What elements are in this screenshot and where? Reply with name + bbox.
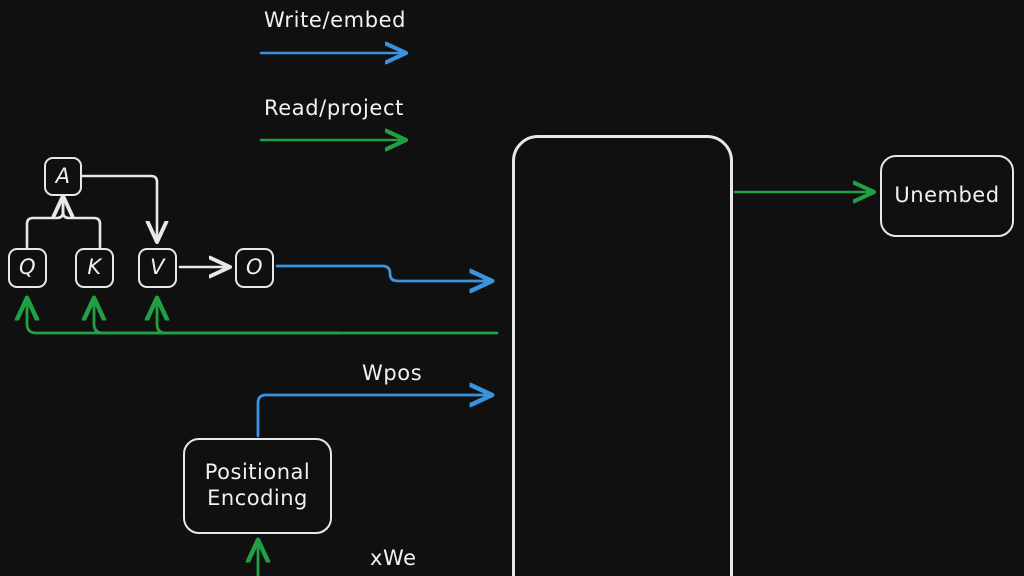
positional-encoding-line-1: Positional: [204, 460, 311, 485]
stream-read-bus: [27, 300, 499, 335]
node-value-v[interactable]: V: [138, 248, 177, 288]
qk-to-a-connector-right: [61, 203, 102, 249]
wpos-write-connector: [256, 395, 490, 438]
qk-to-a-connector: [25, 203, 65, 249]
node-key-k[interactable]: K: [75, 248, 114, 288]
stream-read-branch-v: [157, 300, 342, 335]
edge-label-xwe: xWe: [370, 546, 417, 570]
positional-encoding-line-2: Encoding: [207, 486, 308, 510]
node-residual-stream[interactable]: [512, 135, 733, 576]
node-positional-encoding[interactable]: Positional Encoding: [183, 438, 332, 534]
legend-label-write-embed: Write/embed: [264, 8, 407, 32]
o-write-to-stream: [275, 264, 490, 281]
legend-label-read-project: Read/project: [264, 96, 404, 120]
node-output-o[interactable]: O: [235, 248, 274, 288]
node-attention-a[interactable]: A: [44, 157, 82, 196]
node-query-q[interactable]: Q: [8, 248, 47, 288]
node-unembed[interactable]: Unembed: [880, 155, 1014, 237]
stream-read-branch-k: [94, 300, 287, 335]
edge-label-wpos: Wpos: [362, 361, 423, 385]
a-to-v-connector: [80, 174, 157, 240]
